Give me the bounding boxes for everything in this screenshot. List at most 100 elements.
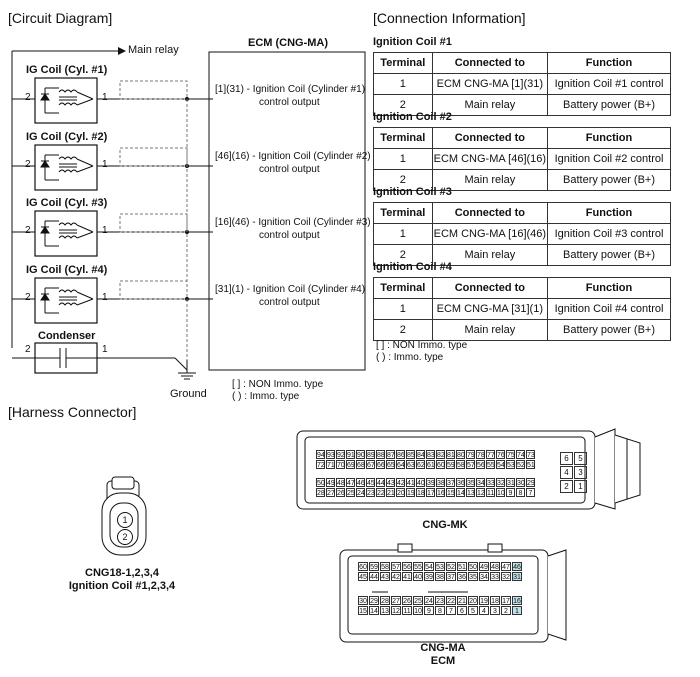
connector-pin: 44: [376, 478, 385, 487]
coil-1-pin-left: 2: [25, 92, 31, 103]
coil-1-pin-right: 1: [102, 92, 108, 103]
connector-pin: 31: [506, 478, 515, 487]
connector-pin: 34: [479, 572, 489, 581]
connector-pin: 17: [501, 596, 511, 605]
connector-pin: 89: [366, 450, 375, 459]
condenser-pin-right: 1: [102, 344, 108, 355]
connector-pin: 91: [346, 450, 355, 459]
connector-pin: 43: [380, 572, 390, 581]
connector-pin: 24: [424, 596, 434, 605]
connector-pin: 32: [496, 478, 505, 487]
table-cell: 1: [373, 298, 433, 320]
connector-pin: 8: [435, 606, 445, 615]
table-cell: Battery power (B+): [547, 169, 671, 191]
connector-pin: 59: [369, 562, 379, 571]
connector-pin: 31: [512, 572, 522, 581]
connector-pin: 25: [346, 488, 355, 497]
connector-pin: 55: [486, 460, 495, 469]
conn-table-header: Function: [547, 52, 671, 74]
connector-pin: 5: [574, 452, 587, 465]
connector-pin: 21: [457, 596, 467, 605]
connector-pin: 14: [456, 488, 465, 497]
ecm-pin-1-desc: control output: [259, 97, 320, 108]
connector-pin: 39: [424, 572, 434, 581]
connector-pin: 88: [376, 450, 385, 459]
connector-pin: 33: [490, 572, 500, 581]
connector-pin: 50: [468, 562, 478, 571]
connector-pin: 27: [326, 488, 335, 497]
connector-pin: 7: [526, 488, 535, 497]
connector-pin: 28: [380, 596, 390, 605]
connector-pin: 11: [486, 488, 495, 497]
connector-pin: 3: [574, 466, 587, 479]
connector-pin: 10: [496, 488, 505, 497]
connector-pin: 9: [424, 606, 434, 615]
connector-pin: 67: [366, 460, 375, 469]
conn-table-header: Function: [547, 127, 671, 149]
conn-table-header: Connected to: [431, 127, 549, 149]
coil-2-pin-right: 1: [102, 159, 108, 170]
connector-pin: 30: [358, 596, 368, 605]
connector-pin: 81: [446, 450, 455, 459]
connector-pin: 10: [413, 606, 423, 615]
coil-3-pin-right: 1: [102, 225, 108, 236]
connector-pin: 69: [346, 460, 355, 469]
table-cell: 1: [373, 223, 433, 245]
connector-pin: 60: [436, 460, 445, 469]
connector-pin: 26: [402, 596, 412, 605]
connector-pin: 53: [506, 460, 515, 469]
connector-pin: 36: [456, 478, 465, 487]
connector-pin: 22: [376, 488, 385, 497]
connector-pin: 72: [316, 460, 325, 469]
connector-pin: 82: [436, 450, 445, 459]
connector-pin: 87: [386, 450, 395, 459]
conn-table-header: Terminal: [373, 127, 433, 149]
connector-pin: 8: [516, 488, 525, 497]
table-cell: Battery power (B+): [547, 94, 671, 116]
connector-pin: 44: [369, 572, 379, 581]
connector-pin: 18: [416, 488, 425, 497]
table-cell: Battery power (B+): [547, 244, 671, 266]
connection-info-heading: [Connection Information]: [373, 10, 526, 26]
conn-table-header: Function: [547, 202, 671, 224]
connector-pin: 32: [501, 572, 511, 581]
connector-pin: 4: [560, 466, 573, 479]
table-cell: Main relay: [431, 244, 549, 266]
connector-pin: 38: [436, 478, 445, 487]
conn-table-title: Ignition Coil #2: [373, 111, 452, 123]
table-cell: Main relay: [431, 94, 549, 116]
connector-pin: 49: [479, 562, 489, 571]
connector-pin: 40: [413, 572, 423, 581]
connector-pin: 27: [391, 596, 401, 605]
ecm-label: ECM: [430, 655, 456, 667]
connector-pin: 29: [526, 478, 535, 487]
ecm-pin-4-label: [31](1) - Ignition Coil (Cylinder #4): [215, 284, 366, 295]
connector-pin: 1: [512, 606, 522, 615]
connector-pin: 52: [446, 562, 456, 571]
connector-pin: 6: [560, 452, 573, 465]
coil-3-title: IG Coil (Cyl. #3): [26, 197, 108, 209]
connector-pin: 35: [466, 478, 475, 487]
connector-pin: 93: [326, 450, 335, 459]
connector-pin: 52: [516, 460, 525, 469]
connector-pin: 71: [326, 460, 335, 469]
connector-pin: 58: [380, 562, 390, 571]
cng-mk-label: CNG-MK: [422, 519, 468, 531]
connector-pin: 2: [560, 480, 573, 493]
ecm-pin-3-desc: control output: [259, 230, 320, 241]
connector-pin: 94: [316, 450, 325, 459]
connector-pin: 23: [435, 596, 445, 605]
table-cell: 1: [373, 148, 433, 170]
connector-pin: 86: [396, 450, 405, 459]
connector-pin: 23: [366, 488, 375, 497]
cng-ma-connector-body: [339, 543, 567, 643]
coil-connector-sublabel: Ignition Coil #1,2,3,4: [68, 580, 176, 592]
connector-pin: 78: [476, 450, 485, 459]
connector-pin: 7: [446, 606, 456, 615]
